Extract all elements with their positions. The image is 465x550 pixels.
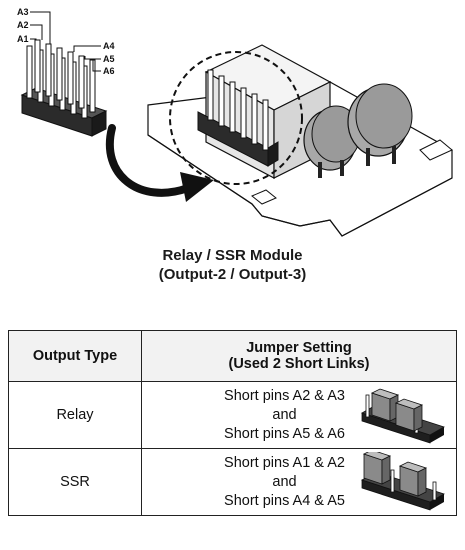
table-row: Relay Short pins A2 & A3 and Short pins … — [8, 381, 457, 449]
module-caption-subtitle: (Output-2 / Output-3) — [158, 266, 307, 283]
jumper-relay-icon — [361, 388, 445, 444]
pin-label-a2: A2 — [17, 20, 29, 30]
capacitor-component — [303, 83, 413, 178]
table-row: SSR Short pins A1 & A2 and Short pins A4… — [8, 448, 457, 516]
jumper-ssr-icon — [361, 452, 445, 511]
setting-line: Short pins A5 & A6 — [224, 425, 345, 442]
highlight-circle — [169, 51, 303, 185]
output-type-cell: SSR — [8, 448, 142, 516]
jumper-setting-cell: Short pins A2 & A3 and Short pins A5 & A… — [141, 381, 457, 449]
jumper-setting-cell: Short pins A1 & A2 and Short pins A4 & A… — [141, 448, 457, 516]
jumper-setting-table: Output Type Jumper Setting (Used 2 Short… — [8, 330, 457, 516]
curved-arrow-icon — [105, 124, 214, 202]
header-output-type: Output Type — [8, 330, 142, 382]
pin-label-a6: A6 — [103, 66, 115, 76]
pin-label-a3: A3 — [17, 7, 29, 17]
setting-line: Short pins A2 & A3 — [224, 387, 345, 404]
header-jumper-setting: Jumper Setting (Used 2 Short Links) — [141, 330, 457, 382]
header-setting-line2: (Used 2 Short Links) — [228, 356, 370, 372]
header-setting-line1: Jumper Setting — [246, 340, 352, 356]
table-header-row: Output Type Jumper Setting (Used 2 Short… — [8, 330, 457, 382]
setting-line: and — [272, 406, 297, 423]
setting-line: Short pins A1 & A2 — [224, 454, 345, 471]
pin-header-small: A3 A2 A1 A4 A5 A6 — [17, 7, 115, 137]
relay-module-illustration: A3 A2 A1 A4 A5 A6 — [17, 7, 453, 237]
pin-label-a4: A4 — [103, 41, 115, 51]
pin-label-a1: A1 — [17, 34, 29, 44]
pin-header-module — [197, 69, 279, 167]
pin-label-a5: A5 — [103, 54, 115, 64]
module-caption-title: Relay / SSR Module — [162, 247, 303, 264]
output-type-cell: Relay — [8, 381, 142, 449]
setting-line: and — [272, 473, 297, 490]
setting-line: Short pins A4 & A5 — [224, 492, 345, 509]
